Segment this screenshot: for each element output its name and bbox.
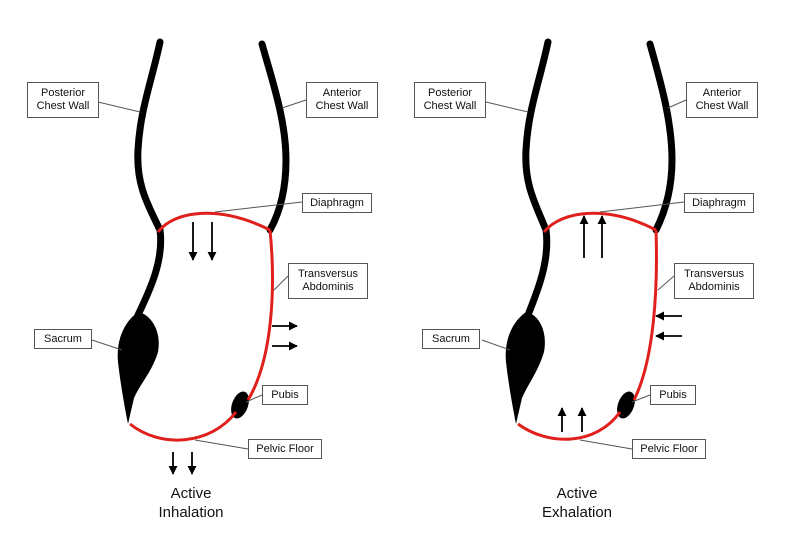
- sacrum-label: Sacrum: [422, 329, 480, 349]
- leader-pelvic-floor: [194, 439, 249, 450]
- anterior-chest-wall: [646, 40, 676, 234]
- anterior-chest-wall-line2: Chest Wall: [315, 100, 369, 112]
- pelvic-floor-text: Pelvic Floor: [256, 442, 314, 455]
- diaphragm-label: Diaphragm: [684, 193, 754, 213]
- inhalation-panel: [91, 38, 307, 475]
- posterior-chest-wall: [134, 38, 165, 319]
- transversus-line1: Transversus: [683, 268, 745, 280]
- caption-line2: Exhalation: [541, 504, 613, 521]
- posterior-chest-wall-line1: Posterior: [427, 87, 473, 99]
- sacrum-text: Sacrum: [44, 332, 82, 345]
- diaphragm-text: Diaphragm: [310, 196, 364, 209]
- pubis-text: Pubis: [271, 388, 299, 401]
- posterior-chest-wall-label: Posterior Chest Wall: [414, 82, 486, 118]
- sacrum-shape: [117, 312, 159, 424]
- transversus-line2: Abdominis: [302, 281, 354, 293]
- anterior-chest-wall-label: Anterior Chest Wall: [306, 82, 378, 118]
- leader-sacrum: [91, 339, 123, 351]
- caption-line1: Active: [170, 485, 212, 502]
- posterior-chest-wall-line2: Chest Wall: [36, 100, 90, 112]
- posterior-chest-wall-label: Posterior Chest Wall: [27, 82, 99, 118]
- pelvic-floor-text: Pelvic Floor: [640, 442, 698, 455]
- leader-pubis: [245, 394, 263, 403]
- anterior-chest-wall: [258, 40, 290, 234]
- leader-pubis: [631, 394, 651, 403]
- transversus-muscle: [632, 229, 658, 401]
- pelvic-floor-label: Pelvic Floor: [248, 439, 322, 459]
- diaphragm-text: Diaphragm: [692, 196, 746, 209]
- exhalation-panel: [481, 38, 687, 450]
- diaphragm-label: Diaphragm: [302, 193, 372, 213]
- pubis-label: Pubis: [262, 385, 308, 405]
- pubis-text: Pubis: [659, 388, 687, 401]
- caption-line1: Active: [556, 485, 598, 502]
- posterior-chest-wall-line2: Chest Wall: [423, 100, 477, 112]
- leader-posterior: [97, 101, 141, 113]
- leader-diaphragm: [599, 201, 685, 213]
- anterior-chest-wall-line1: Anterior: [702, 87, 742, 99]
- pubis-label: Pubis: [650, 385, 696, 405]
- leader-transversus: [273, 275, 289, 291]
- leader-diaphragm: [214, 201, 303, 213]
- transversus-abdominis-label: Transversus Abdominis: [288, 263, 368, 299]
- pelvic-floor-muscle: [129, 411, 238, 442]
- exhalation-caption: Active Exhalation: [532, 484, 622, 522]
- leader-anterior: [281, 99, 307, 109]
- transversus-line2: Abdominis: [688, 281, 740, 293]
- pelvic-floor-muscle: [517, 411, 622, 441]
- transversus-line1: Transversus: [297, 268, 359, 280]
- diaphragm-muscle: [156, 211, 271, 233]
- transversus-abdominis-label: Transversus Abdominis: [674, 263, 754, 299]
- leader-pelvic-floor: [579, 439, 633, 450]
- anterior-chest-wall-label: Anterior Chest Wall: [686, 82, 758, 118]
- sacrum-label: Sacrum: [34, 329, 92, 349]
- pubis-shape: [617, 391, 635, 419]
- sacrum-shape: [505, 312, 545, 424]
- anterior-chest-wall-line2: Chest Wall: [695, 100, 749, 112]
- leader-posterior: [485, 101, 529, 113]
- caption-line2: Inhalation: [158, 504, 224, 521]
- posterior-chest-wall: [522, 38, 552, 319]
- inhalation-caption: Active Inhalation: [146, 484, 236, 522]
- leader-transversus: [657, 275, 675, 291]
- leader-anterior: [667, 99, 687, 109]
- leader-sacrum: [481, 339, 511, 351]
- sacrum-text: Sacrum: [432, 332, 470, 345]
- diaphragm-muscle: [542, 211, 657, 233]
- pelvic-floor-label: Pelvic Floor: [632, 439, 706, 459]
- transversus-muscle: [246, 229, 274, 401]
- anterior-chest-wall-line1: Anterior: [322, 87, 362, 99]
- posterior-chest-wall-line1: Posterior: [40, 87, 86, 99]
